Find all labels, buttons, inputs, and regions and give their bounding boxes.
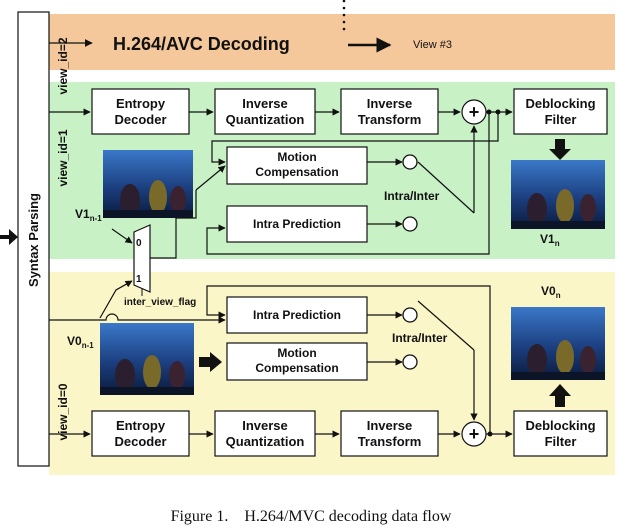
view1-output-label: V1n	[540, 232, 560, 248]
syntax-parsing-label: Syntax Parsing	[26, 193, 41, 287]
svg-text:Inverse: Inverse	[367, 96, 413, 111]
view2-target: View #3	[413, 39, 452, 51]
view1-adder: +	[461, 99, 487, 125]
inter-view-mux: 0 1	[133, 224, 151, 293]
view0-reference-label: V0n-1	[67, 334, 94, 350]
svg-text:Motion: Motion	[277, 150, 316, 164]
svg-text:Deblocking: Deblocking	[525, 96, 595, 111]
svg-text:Compensation: Compensation	[255, 361, 338, 375]
svg-text:Transform: Transform	[358, 434, 422, 449]
svg-text:Transform: Transform	[358, 112, 422, 127]
view0-deblocking-filter: Deblocking Filter	[513, 410, 608, 457]
view2-id-label: view_id=2	[56, 37, 70, 94]
view1-intra-inter-label: Intra/Inter	[384, 189, 440, 203]
syntax-parsing-block	[17, 11, 50, 467]
view0-adder: +	[461, 421, 487, 447]
view2-lane	[49, 14, 615, 70]
svg-text:Filter: Filter	[545, 434, 577, 449]
view0-inverse-quantization: Inverse Quantization	[214, 410, 316, 457]
svg-text:Decoder: Decoder	[114, 112, 166, 127]
svg-text:Intra Prediction: Intra Prediction	[253, 308, 341, 322]
view1-motion-compensation: Motion Compensation	[226, 146, 368, 185]
view1-intra-prediction: Intra Prediction	[226, 205, 368, 243]
svg-text:0: 0	[136, 238, 142, 249]
svg-text:Compensation: Compensation	[255, 165, 338, 179]
view1-id-label: view_id=1	[56, 129, 70, 186]
view0-id-label: view_id=0	[56, 383, 70, 440]
view2-title: H.264/AVC Decoding	[113, 34, 290, 54]
view0-output-label: V0n	[541, 284, 561, 300]
view1-deblocking-filter: Deblocking Filter	[513, 88, 608, 135]
view1-inverse-transform: Inverse Transform	[340, 88, 439, 135]
svg-text:+: +	[469, 102, 480, 122]
figure-caption: Figure 1. H.264/MVC decoding data flow	[171, 508, 452, 525]
svg-text:Inverse: Inverse	[242, 96, 288, 111]
svg-text:1: 1	[136, 274, 142, 285]
view0-intra-inter-label: Intra/Inter	[392, 331, 448, 345]
view1-inverse-quantization: Inverse Quantization	[214, 88, 316, 135]
view0-motion-compensation: Motion Compensation	[226, 342, 368, 381]
svg-text:Inverse: Inverse	[367, 418, 413, 433]
svg-text:Entropy: Entropy	[116, 418, 166, 433]
inter-view-flag-label: inter_view_flag	[124, 297, 196, 308]
view0-inverse-transform: Inverse Transform	[340, 410, 439, 457]
view0-intra-prediction: Intra Prediction	[226, 296, 368, 334]
svg-text:Motion: Motion	[277, 346, 316, 360]
continuation-dots	[342, 0, 346, 31]
svg-text:Quantization: Quantization	[226, 112, 305, 127]
svg-text:Entropy: Entropy	[116, 96, 166, 111]
svg-text:Quantization: Quantization	[226, 434, 305, 449]
view0-entropy-decoder: Entropy Decoder	[91, 410, 190, 457]
svg-text:Decoder: Decoder	[114, 434, 166, 449]
view1-reference-picture	[103, 150, 193, 218]
view1-reference-label: V1n-1	[75, 207, 102, 223]
view1-output-picture	[511, 160, 605, 229]
svg-text:Inverse: Inverse	[242, 418, 288, 433]
view0-reference-picture	[100, 323, 194, 395]
svg-text:Deblocking: Deblocking	[525, 418, 595, 433]
svg-text:+: +	[469, 424, 480, 444]
view1-entropy-decoder: Entropy Decoder	[91, 88, 190, 135]
svg-text:Intra Prediction: Intra Prediction	[253, 217, 341, 231]
svg-text:Filter: Filter	[545, 112, 577, 127]
view0-output-picture	[511, 307, 605, 380]
